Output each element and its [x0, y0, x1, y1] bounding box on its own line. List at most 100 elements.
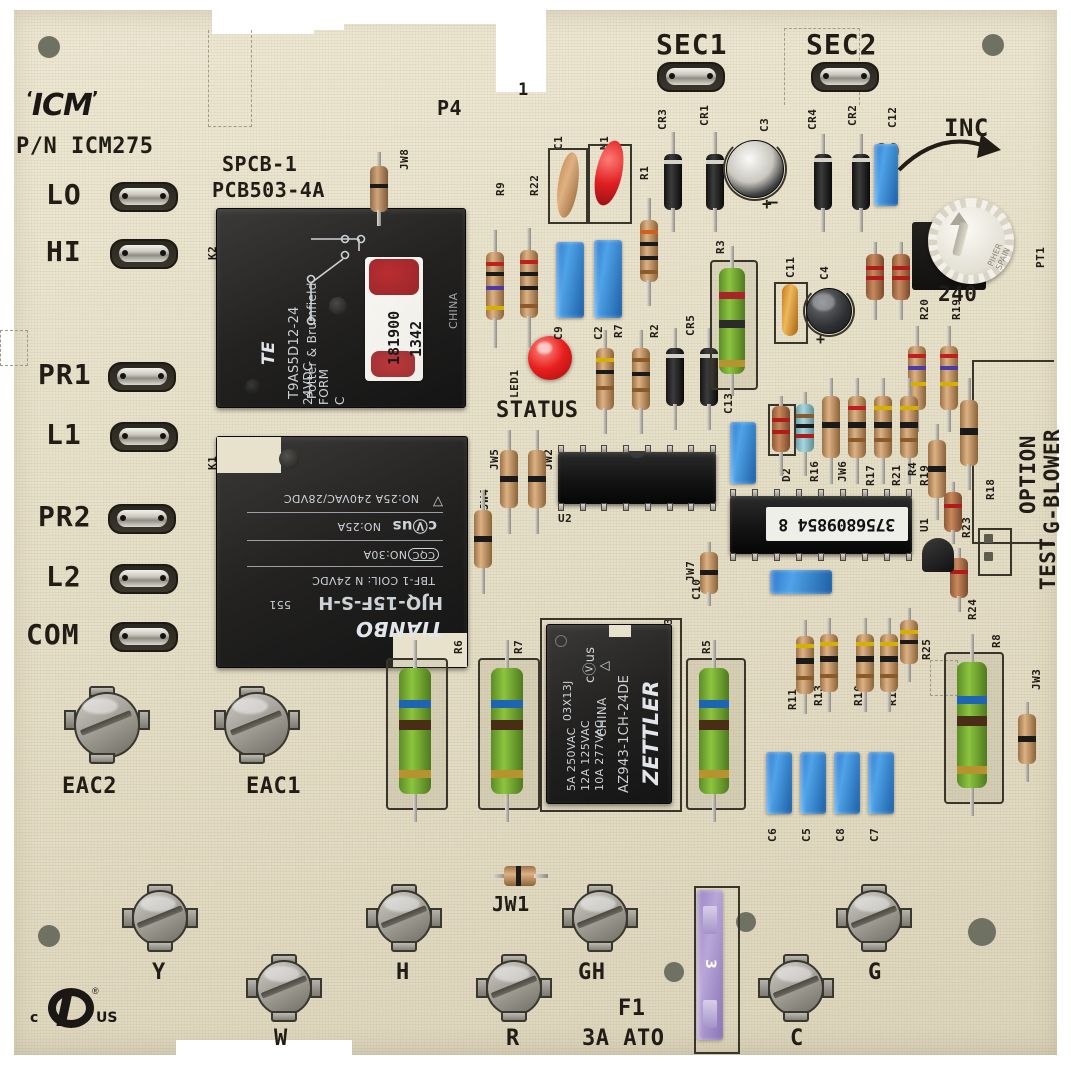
capacitor-c8 — [834, 752, 860, 814]
terminal-r[interactable] — [476, 954, 552, 1022]
relay-k3-origin: CHINA — [595, 697, 609, 737]
designator-r4: R4 — [906, 461, 919, 476]
potentiometer-pt1[interactable]: PIHER SPAIN — [928, 198, 1014, 284]
relay-k1-divider-2 — [247, 540, 443, 541]
relay-k1-cqc-mark: CQC — [408, 548, 439, 561]
ul-registered-icon: ® — [92, 986, 99, 996]
designator-pt1: PT1 — [1034, 246, 1047, 268]
terminal-y[interactable] — [122, 884, 198, 952]
designator-cr2: CR2 — [846, 104, 859, 126]
designator-r3: R3 — [714, 239, 727, 254]
designator-c9: C9 — [552, 325, 565, 340]
terminal-label-w: W — [274, 1026, 288, 1051]
assembly-code-2: PCB503-4A — [212, 178, 325, 202]
resistor-r19-upper — [940, 326, 958, 432]
terminal-gh[interactable] — [562, 884, 638, 952]
relay-k1-printing: TIANBO HJQ-15F-S-H 551 TBF-1 COIL: N 24V… — [241, 471, 443, 641]
test-pad-2[interactable] — [984, 552, 993, 561]
terminal-label-eac2: EAC2 — [62, 774, 117, 799]
terminal-label-hi: HI — [46, 235, 82, 268]
ic-u2 — [558, 445, 716, 511]
pin-one-label: 1 — [518, 80, 529, 100]
resistor-r17 — [848, 378, 866, 484]
terminal-hi[interactable] — [110, 239, 178, 269]
terminal-com[interactable] — [110, 622, 178, 652]
fuse-f1[interactable]: 3 — [697, 890, 723, 1040]
relay-k3-notch — [609, 625, 631, 637]
resistor-r23 — [944, 482, 962, 544]
terminal-label-pr1: PR1 — [38, 358, 92, 391]
terminal-l2[interactable] — [110, 564, 178, 594]
diode-cr1 — [706, 132, 724, 232]
diode-d1 — [892, 242, 910, 320]
designator-cr5: CR5 — [684, 314, 697, 336]
relay-k2-schematic-icon — [306, 234, 366, 326]
terminal-label-l1: L1 — [46, 418, 82, 451]
terminal-label-sec2: SEC2 — [806, 28, 878, 61]
ul-c-label: c — [30, 1010, 39, 1026]
designator-jw7: JW7 — [684, 560, 697, 582]
sticker-ink-mark-top — [369, 259, 419, 295]
resistor-r4 — [928, 424, 946, 520]
designator-c13: C13 — [722, 392, 735, 414]
fuse-window-top — [703, 906, 717, 934]
terminal-label-gh: GH — [578, 960, 606, 985]
designator-c4: C4 — [818, 265, 831, 280]
resistor-r12 — [880, 618, 898, 712]
relay-k1-triangle-icon: ▽ — [432, 494, 443, 509]
jumper-jw3 — [1018, 702, 1036, 782]
fuse-rating-label: 3A ATO — [582, 1026, 665, 1051]
c3-polarity-minus: – — [768, 192, 779, 211]
capacitor-c3 — [723, 137, 787, 201]
ic-u1-pins-bottom — [730, 553, 912, 561]
pot-scale-max: 240 — [938, 282, 978, 306]
terminal-h[interactable] — [366, 884, 442, 952]
ic-u1-label-text: 3756809854 8 — [778, 514, 896, 534]
capacitor-c7 — [868, 752, 894, 814]
terminal-g[interactable] — [836, 884, 912, 952]
relay-k1-part: HJQ-15F-S-H — [318, 592, 443, 613]
g-blower-option-line2: OPTION — [1016, 435, 1040, 514]
c4-polarity-plus: + — [816, 330, 826, 348]
terminal-c[interactable] — [758, 954, 834, 1022]
terminal-pr2[interactable] — [108, 504, 176, 534]
jumper-jw4 — [474, 490, 492, 594]
relay-k2-form-line2: C — [333, 396, 347, 405]
test-pad-1[interactable] — [984, 534, 993, 543]
resistor-r9 — [486, 230, 504, 348]
jumper-jw7 — [700, 542, 718, 606]
terminal-w[interactable] — [246, 954, 322, 1022]
fuse-window-bottom — [703, 1000, 717, 1028]
terminal-l1[interactable] — [110, 422, 178, 452]
designator-c6: C6 — [766, 827, 779, 842]
terminal-sec1[interactable] — [657, 62, 725, 92]
relay-k1-datecode: 551 — [269, 598, 291, 611]
designator-r25: R25 — [920, 638, 933, 660]
sticker-ink-mark-bottom — [371, 351, 415, 377]
capacitor-c4 — [803, 285, 855, 337]
terminal-label-r: R — [506, 1026, 520, 1051]
terminal-label-sec1: SEC1 — [656, 28, 728, 61]
terminal-sec2[interactable] — [811, 62, 879, 92]
terminal-lo[interactable] — [110, 182, 178, 212]
resistor-r2 — [632, 330, 650, 434]
board-notch-bottom — [176, 1040, 352, 1065]
ic-u1-label-sticker: 3756809854 8 — [766, 507, 908, 541]
status-led-label: STATUS — [496, 398, 579, 423]
status-led-led1 — [528, 336, 572, 380]
terminal-eac1[interactable] — [214, 686, 300, 764]
jumper-jw5 — [500, 430, 518, 534]
capacitor-c2 — [594, 240, 622, 318]
capacitor-c5 — [800, 752, 826, 814]
terminal-label-l2: L2 — [46, 560, 82, 593]
designator-c7: C7 — [868, 827, 881, 842]
terminal-eac2[interactable] — [64, 686, 150, 764]
relay-k1-divider-3 — [247, 512, 443, 513]
board-edge-left — [0, 0, 14, 1065]
diode-cr6 — [700, 328, 718, 430]
terminal-pr1[interactable] — [108, 362, 176, 392]
resistor-r16 — [796, 392, 814, 476]
g-blower-option-line1: G-BLOWER — [1040, 428, 1064, 534]
relay-k1: TIANBO HJQ-15F-S-H 551 TBF-1 COIL: N 24V… — [216, 436, 468, 668]
relay-k2-form-line1: FORM — [317, 368, 331, 405]
